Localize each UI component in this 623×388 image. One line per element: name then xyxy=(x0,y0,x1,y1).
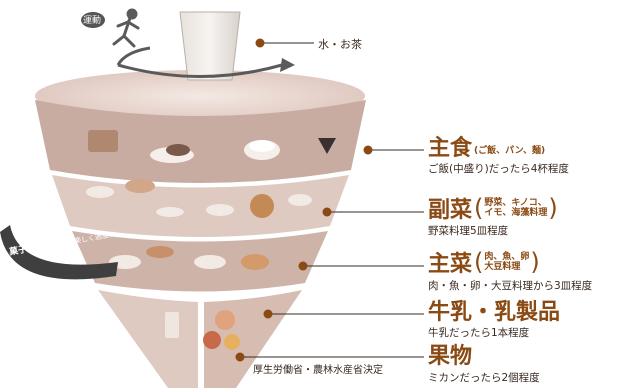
side-dishes xyxy=(86,179,312,218)
tier-title-side: 副菜 xyxy=(428,198,473,223)
exercise-badge: 運動 xyxy=(83,16,102,26)
dairy-fruit-items xyxy=(165,310,240,350)
tier-desc-staple: ご飯(中盛り)だったら4杯程度 xyxy=(428,163,569,175)
tier-desc-main: 肉・魚・卵・大豆料理から3皿程度 xyxy=(428,280,593,292)
exercise-badge-shape xyxy=(81,12,105,28)
leader-lines xyxy=(240,42,424,358)
source-credit: 厚生労働省・農林水産省決定 xyxy=(253,365,383,376)
top-rim xyxy=(35,70,365,122)
tier-title-main: 主菜 xyxy=(428,252,473,277)
tier-title-dairy: 牛乳・乳製品 xyxy=(428,300,561,325)
staple-dishes xyxy=(88,130,336,163)
band-staple xyxy=(35,100,366,183)
tier-desc-side: 野菜料理5皿程度 xyxy=(428,225,509,237)
tier-sub-side: ( 野菜、キノコ、 イモ、海藻料理 ) xyxy=(474,194,558,222)
tier-title-staple: 主食 xyxy=(428,136,473,161)
tier-sub-staple: (ご飯、パン、麺) xyxy=(474,146,546,156)
leader-dots xyxy=(235,38,373,362)
tier-desc-fruit: ミカンだったら2個程度 xyxy=(428,372,540,384)
snacks-arc xyxy=(0,225,118,280)
bracket-close: ) xyxy=(548,194,558,222)
bracket-open: ( xyxy=(474,194,484,222)
band-side xyxy=(52,175,349,237)
band-dairy xyxy=(98,290,198,388)
tier-title-fruit: 果物 xyxy=(428,344,473,369)
water-glass xyxy=(179,11,241,81)
tier-desc-dairy: 牛乳だったら1本程度 xyxy=(428,327,530,339)
tier-sub-main: ( 肉、魚、卵 大豆料理 ) xyxy=(474,248,540,276)
rotation-arrow xyxy=(117,63,283,78)
water-label: 水・お茶 xyxy=(318,38,362,51)
runner-figure xyxy=(112,8,140,48)
